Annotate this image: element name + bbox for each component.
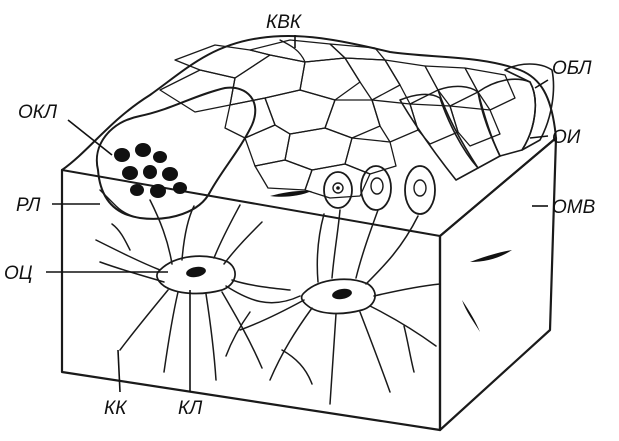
osteoclast-nuclei <box>114 143 187 198</box>
osteocyte-nucleus <box>185 265 206 278</box>
osteoblast-cell <box>478 79 535 156</box>
osteoblast-front-cell <box>405 166 435 214</box>
label-oi: ОИ <box>552 127 581 148</box>
osteocyte-nucleus <box>331 287 352 300</box>
label-kvk: КВК <box>266 12 303 33</box>
osteoblast-cell <box>505 64 554 150</box>
label-rl: РЛ <box>16 195 41 216</box>
top-surface <box>62 36 556 236</box>
surface-canal <box>270 191 312 197</box>
osteoblast-nucleus <box>371 178 383 194</box>
bone-block <box>62 138 556 430</box>
right-face <box>440 138 556 430</box>
osteoblast-nucleus <box>414 180 426 196</box>
osteoblast-front-cell <box>324 172 352 208</box>
labels: КВК ОБЛ ОКЛ ОИ РЛ ОМВ ОЦ КК КЛ <box>4 12 596 419</box>
label-omv: ОМВ <box>552 197 596 218</box>
label-oc: ОЦ <box>4 263 33 284</box>
canals-right-face <box>462 250 512 332</box>
canaliculi <box>96 200 440 404</box>
label-okl: ОКЛ <box>18 102 58 123</box>
top-face-outline <box>62 36 556 236</box>
label-kl: КЛ <box>178 398 203 419</box>
label-kk: КК <box>104 398 128 419</box>
label-obl: ОБЛ <box>552 58 593 79</box>
